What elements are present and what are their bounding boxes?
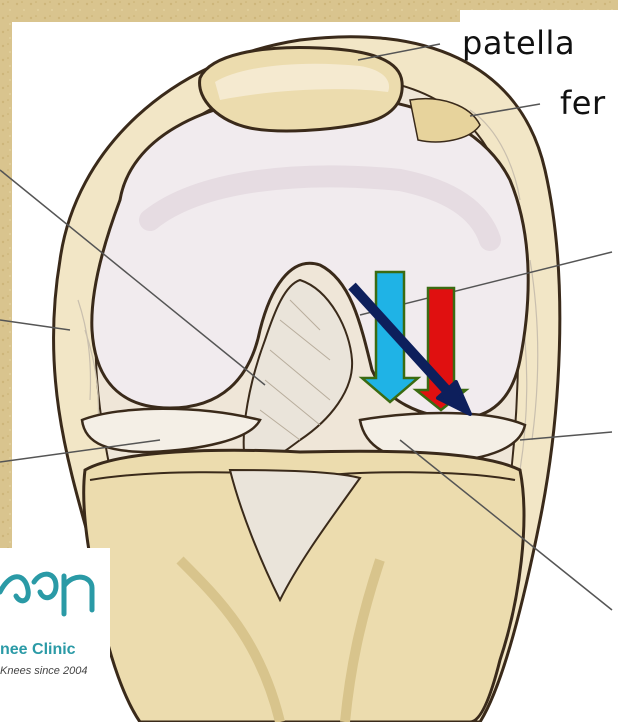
label-femur: fer [560,84,606,122]
clinic-name: nee Clinic [0,641,76,659]
label-patella: patella [462,24,575,62]
clinic-logo-mark-icon [0,562,100,622]
clinic-tagline: Knees since 2004 [0,665,87,677]
clinic-logo: nee Clinic Knees since 2004 [0,548,110,722]
